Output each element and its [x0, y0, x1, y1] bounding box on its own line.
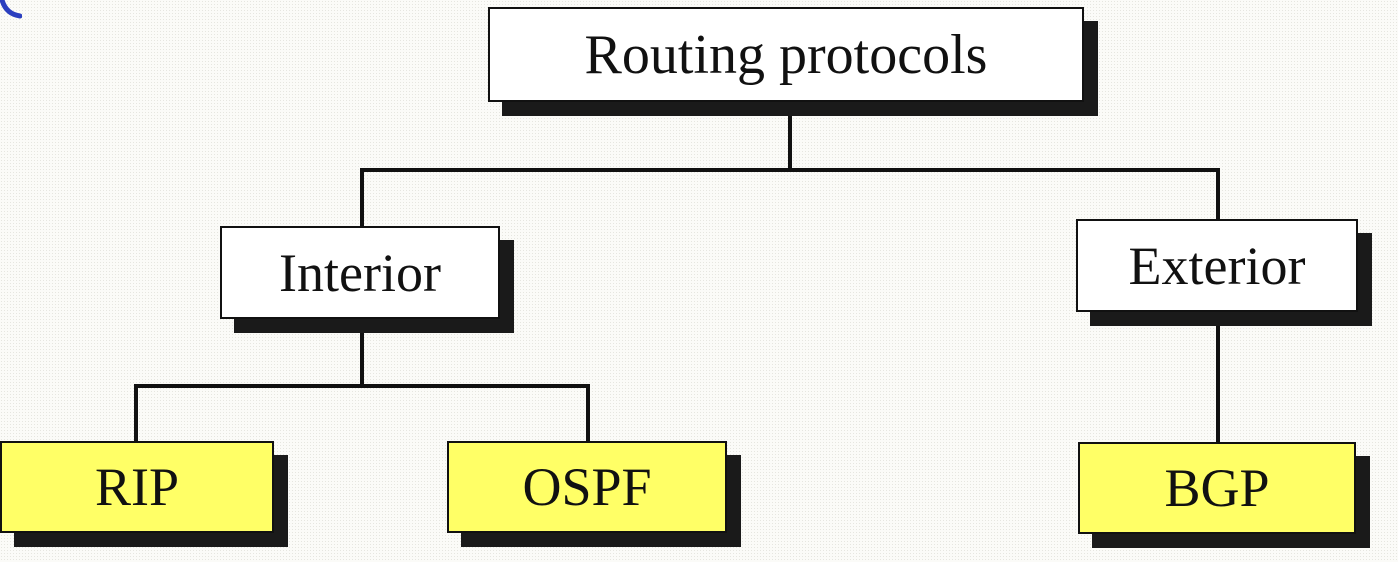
node-label: Routing protocols [584, 23, 988, 86]
node-label: Exterior [1128, 235, 1306, 296]
node-ospf: OSPF [447, 441, 727, 533]
blue-arc-fragment [0, 0, 22, 19]
node-rip: RIP [0, 441, 274, 533]
node-label: BGP [1164, 458, 1270, 518]
node-routing-protocols: Routing protocols [488, 7, 1084, 102]
node-exterior: Exterior [1076, 219, 1358, 312]
node-label: RIP [94, 457, 180, 517]
node-label: Interior [279, 242, 441, 303]
node-bgp: BGP [1078, 442, 1356, 534]
node-label: OSPF [522, 457, 652, 517]
node-interior: Interior [220, 226, 500, 319]
